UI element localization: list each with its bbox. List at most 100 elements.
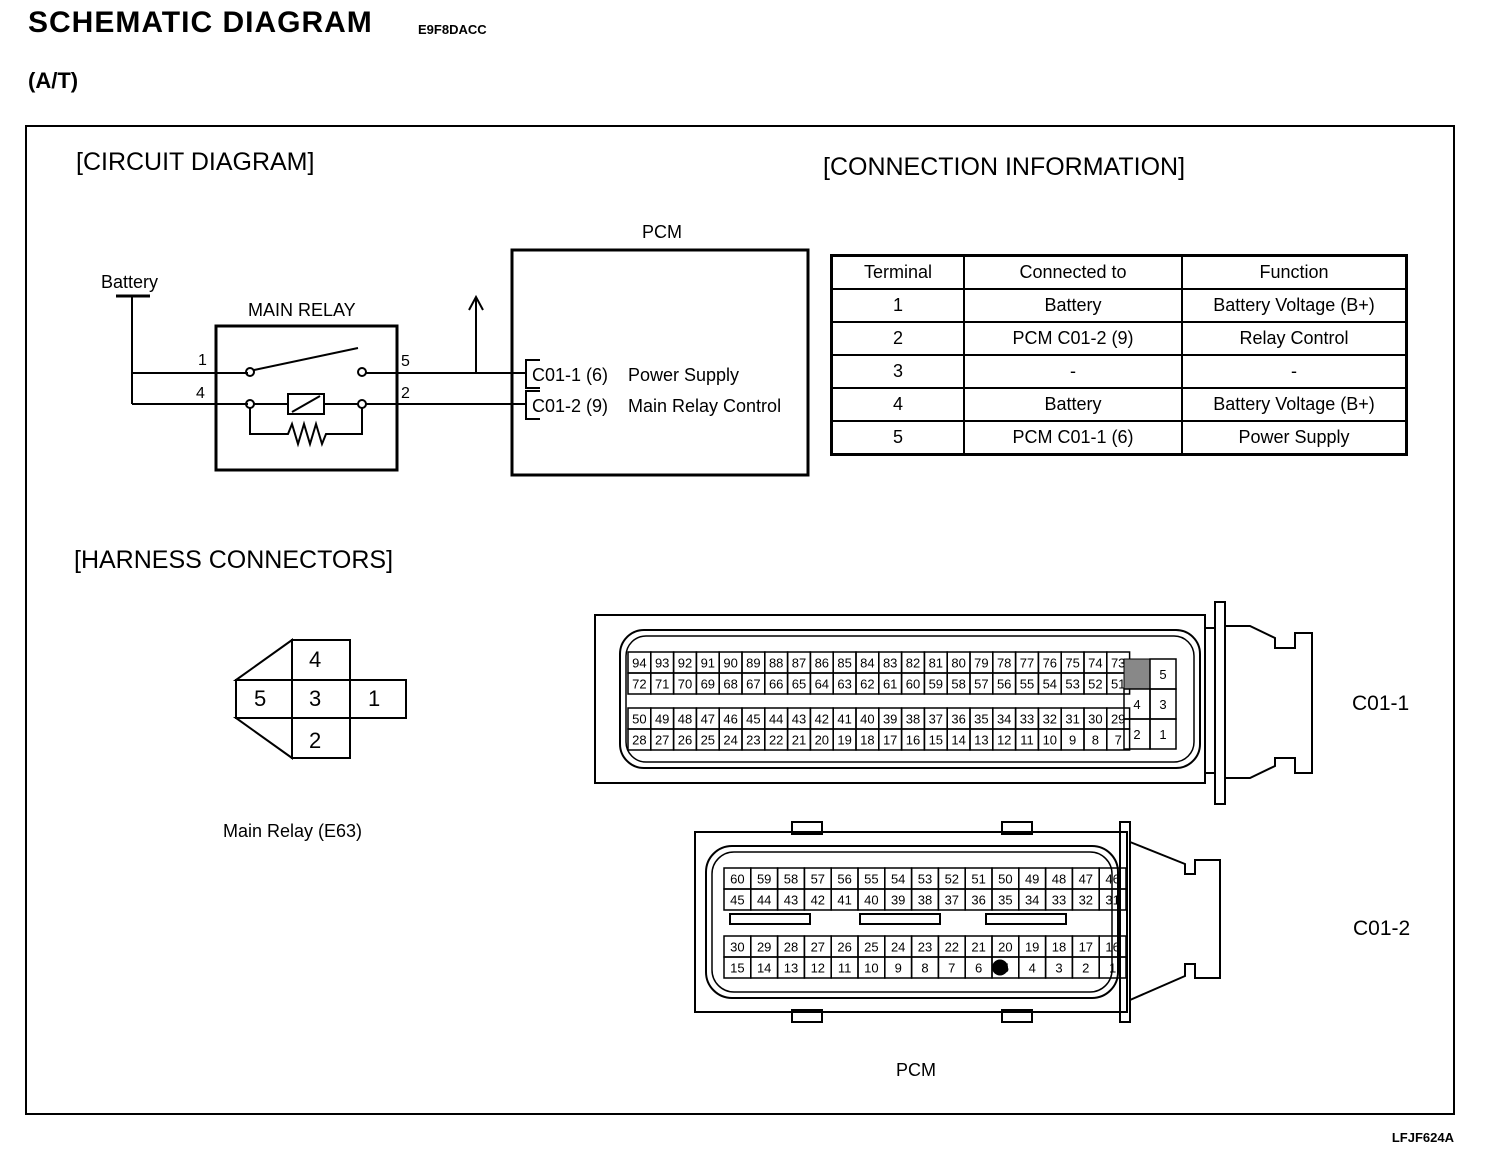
c01-1-pin: 83 <box>883 656 897 671</box>
table-row: 1 Battery Battery Voltage (B+) <box>830 288 1408 323</box>
c01-1-pin: 5 <box>1159 667 1166 682</box>
c01-2-pin: 56 <box>837 872 851 887</box>
c01-1-pin: 74 <box>1088 656 1102 671</box>
relay-pin: 3 <box>309 686 322 711</box>
c01-1-pin: 26 <box>678 733 692 748</box>
c01-1-pin: 57 <box>974 677 988 692</box>
connection-table: Terminal Connected to Function 1 Battery… <box>830 254 1408 456</box>
c01-2-pin: 59 <box>757 872 771 887</box>
main-relay-caption: Main Relay (E63) <box>223 821 363 841</box>
c01-2-pin: 16 <box>1105 940 1119 955</box>
c01-2-pin: 48 <box>1052 872 1066 887</box>
c01-2-pin: 58 <box>784 872 798 887</box>
c01-2-pin: 45 <box>730 893 744 908</box>
c01-2-pin: 18 <box>1052 940 1066 955</box>
c01-2-pin: 17 <box>1079 940 1093 955</box>
c01-1-pin: 75 <box>1065 656 1079 671</box>
c01-1-pin: 8 <box>1092 733 1099 748</box>
c01-2-pin: 31 <box>1105 893 1119 908</box>
pcm-caption: PCM <box>896 1060 936 1080</box>
table-row: 3 - - <box>830 354 1408 389</box>
relay-pin-label: 4 <box>196 385 205 402</box>
c01-1-pin: 36 <box>951 712 965 727</box>
c01-2-pin: 12 <box>811 961 825 976</box>
c01-1-pin: 92 <box>678 656 692 671</box>
relay-pin: 5 <box>254 686 267 711</box>
c01-1-pin: 81 <box>929 656 943 671</box>
main-relay-label: MAIN RELAY <box>248 300 356 320</box>
main-relay-connector <box>232 638 407 760</box>
c01-2-pin: 50 <box>998 872 1012 887</box>
page-subtitle: (A/T) <box>28 68 79 93</box>
c01-1-pin: 20 <box>815 733 829 748</box>
c01-1-pin: 28 <box>632 733 646 748</box>
c01-1-pin: 22 <box>769 733 783 748</box>
c01-2-pin: 54 <box>891 872 905 887</box>
c01-2-pin: 36 <box>971 893 985 908</box>
power-supply-label: Power Supply <box>628 365 740 385</box>
c01-2-pin: 23 <box>918 940 932 955</box>
c01-2-pin: 51 <box>971 872 985 887</box>
c01-2-pin: 57 <box>811 872 825 887</box>
c01-2-pin: 28 <box>784 940 798 955</box>
c01-1-pin: 18 <box>860 733 874 748</box>
table-cell: PCM C01-2 (9) <box>963 321 1183 356</box>
c01-1-pin: 70 <box>678 677 692 692</box>
c01-2-pin: 27 <box>811 940 825 955</box>
c01-2-pin: 46 <box>1105 872 1119 887</box>
c01-1-pin: 91 <box>701 656 715 671</box>
circuit-diagram-heading: [CIRCUIT DIAGRAM] <box>76 148 315 176</box>
table-cell: Battery Voltage (B+) <box>1181 288 1408 323</box>
c01-1-pin: 14 <box>951 733 965 748</box>
c01-1-pin: 68 <box>723 677 737 692</box>
c01-1-pin: 43 <box>792 712 806 727</box>
c01-2-pin: 6 <box>975 961 982 976</box>
relay-pin: 1 <box>368 686 381 711</box>
c01-1-pin: 88 <box>769 656 783 671</box>
c01-1-pin: 51 <box>1111 677 1125 692</box>
table-cell: Power Supply <box>1181 420 1408 456</box>
c01-2-pin: 33 <box>1052 893 1066 908</box>
table-cell: Battery Voltage (B+) <box>1181 387 1408 422</box>
c01-1-pin: 66 <box>769 677 783 692</box>
c01-2-pin: 14 <box>757 961 771 976</box>
table-row: 5 PCM C01-1 (6) Power Supply <box>830 420 1408 456</box>
c01-1-pin: 78 <box>997 656 1011 671</box>
c01-1-pin: 77 <box>1020 656 1034 671</box>
c01-1-pin: 2 <box>1133 727 1140 742</box>
relay-pin-label: 5 <box>401 353 410 370</box>
table-cell: - <box>963 354 1183 389</box>
c01-2-pin: 3 <box>1055 961 1062 976</box>
c01-1-pin: 59 <box>929 677 943 692</box>
table-cell: PCM C01-1 (6) <box>963 420 1183 456</box>
c01-1-pin: 63 <box>837 677 851 692</box>
c01-2-pin: 34 <box>1025 893 1039 908</box>
diagram-frame <box>25 125 1455 1115</box>
column-header: Connected to <box>963 254 1183 290</box>
relay-pin-label: 1 <box>198 352 207 369</box>
table-cell: 2 <box>830 321 965 356</box>
c01-2-pin: 60 <box>730 872 744 887</box>
relay-pin: 2 <box>309 728 322 753</box>
c01-2-pin: 29 <box>757 940 771 955</box>
c01-2-pin: 11 <box>838 961 852 976</box>
column-header: Function <box>1181 254 1408 290</box>
c01-1-pin: 64 <box>815 677 829 692</box>
c01-2-pin: 32 <box>1079 893 1093 908</box>
c01-1-pin: 89 <box>746 656 760 671</box>
c01-1-pin: 4 <box>1133 697 1140 712</box>
table-header-row: Terminal Connected to Function <box>830 254 1408 290</box>
c01-1-pin: 12 <box>997 733 1011 748</box>
c01-1-pin: 41 <box>837 712 851 727</box>
c01-1-pin: 33 <box>1020 712 1034 727</box>
page-title: SCHEMATIC DIAGRAM <box>28 6 373 39</box>
c01-2-pin: 24 <box>891 940 905 955</box>
c01-1-pin: 94 <box>632 656 646 671</box>
c01-2-pin: 10 <box>864 961 878 976</box>
c01-1-pin: 58 <box>951 677 965 692</box>
c01-2-label: C01-2 <box>1353 917 1411 940</box>
c01-2-pin: 47 <box>1079 872 1093 887</box>
c01-2-pin: 49 <box>1025 872 1039 887</box>
